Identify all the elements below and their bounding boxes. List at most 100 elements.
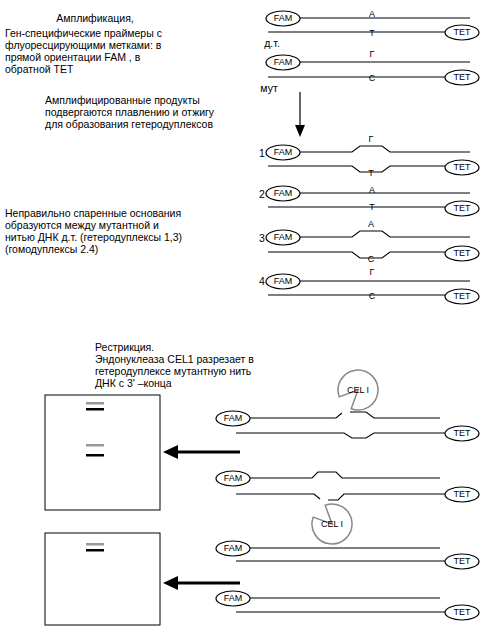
gel-band — [86, 444, 104, 447]
flow-arrow — [295, 92, 305, 137]
enzyme-outline — [312, 504, 352, 544]
gel-frame — [45, 395, 160, 510]
dna-strand — [300, 61, 470, 62]
gel-arrow — [163, 445, 240, 459]
dna-strand — [268, 76, 445, 77]
dna-strand — [300, 231, 470, 237]
step-heading: Амплификация, — [56, 12, 134, 24]
fluor-label-ellipse: FAM — [265, 273, 301, 290]
note-text: Амплифицированные продукты подвергаются … — [45, 94, 215, 130]
ellipse-outline — [445, 160, 479, 175]
fluor-label-ellipse: TET — [444, 69, 480, 86]
gel — [45, 395, 160, 510]
dna-strand — [300, 192, 470, 193]
fluor-name: TET — [454, 203, 471, 213]
base-letter: А — [368, 219, 374, 229]
dna-strand — [250, 597, 440, 598]
fluor-name: FAM — [274, 57, 293, 67]
fluor-name: TET — [454, 428, 471, 438]
dna-strand — [268, 31, 445, 32]
fluor-name: FAM — [274, 188, 293, 198]
fluor-label-ellipse: FAM — [215, 540, 251, 557]
fluor-label-ellipse: FAM — [265, 54, 301, 71]
dna-strands — [236, 18, 470, 612]
ellipse-outline — [445, 487, 479, 502]
strand-label: мут — [260, 82, 277, 94]
fluor-label-ellipse: TET — [444, 245, 480, 262]
arrow-head — [163, 445, 178, 459]
enzyme-name: CEL I — [321, 519, 343, 529]
fluor-name: TET — [454, 291, 471, 301]
fluor-name: TET — [454, 489, 471, 499]
fluor-label-ellipse: TET — [444, 425, 480, 442]
fluor-name: FAM — [224, 413, 243, 423]
dna-strand — [300, 17, 470, 18]
gel-band — [86, 543, 104, 546]
gel-frame — [45, 533, 160, 625]
fluor-label-ellipse: FAM — [215, 470, 251, 487]
dna-strand — [236, 560, 445, 561]
gel — [45, 533, 160, 625]
base-letter: Т — [369, 28, 375, 38]
base-letter: А — [369, 185, 375, 195]
enzyme-outline — [338, 370, 378, 410]
enzyme-name: CEL I — [347, 385, 369, 395]
base-letter: Т — [369, 202, 375, 212]
gel-band — [86, 549, 104, 552]
gel-band — [86, 408, 104, 411]
gel-arrow — [163, 576, 240, 590]
dna-strand — [250, 472, 440, 478]
arrow-shaft — [299, 92, 300, 127]
ellipse-outline — [445, 554, 479, 569]
ellipse-outline — [216, 541, 250, 556]
enzyme-shape: CEL I — [336, 368, 380, 412]
fluor-label-ellipse: TET — [444, 288, 480, 305]
dna-strand — [268, 166, 445, 172]
fluor-name: FAM — [274, 13, 293, 23]
fluor-name: FAM — [274, 276, 293, 286]
ellipse-outline — [266, 274, 300, 289]
arrow-shaft — [176, 451, 240, 454]
ellipse-outline — [445, 25, 479, 40]
fluor-label-ellipse: FAM — [265, 229, 301, 246]
base-letter: С — [368, 254, 375, 264]
callout-number: 4 — [259, 275, 265, 287]
fluor-label-ellipse: TET — [444, 486, 480, 503]
dna-strand — [328, 494, 445, 500]
ellipse-outline — [445, 426, 479, 441]
fluor-label-ellipse: TET — [444, 200, 480, 217]
ellipse-outline — [445, 246, 479, 261]
dna-strand — [268, 294, 445, 295]
fluor-label-ellipse: FAM — [265, 185, 301, 202]
ellipse-outline — [266, 230, 300, 245]
ellipse-outline — [445, 201, 479, 216]
dna-strand — [350, 412, 440, 418]
dna-strand — [300, 146, 470, 152]
base-letter: А — [369, 9, 375, 19]
fluor-name: TET — [454, 248, 471, 258]
dna-strand — [236, 611, 445, 612]
base-letter: Г — [369, 134, 374, 144]
arrow-head — [163, 576, 178, 590]
gel-band — [86, 402, 104, 405]
fluor-label-ellipse: FAM — [265, 10, 301, 27]
fluor-name: FAM — [224, 593, 243, 603]
ellipse-outline — [216, 471, 250, 486]
fluor-label-ellipse: FAM — [265, 144, 301, 161]
gel-band — [86, 454, 104, 457]
base-letter: С — [369, 73, 376, 83]
ellipse-outline — [266, 11, 300, 26]
fluor-name: TET — [454, 162, 471, 172]
fluor-label-ellipse: TET — [444, 24, 480, 41]
ellipse-outline — [266, 145, 300, 160]
arrow-shaft — [176, 582, 240, 585]
fluor-label-ellipse: FAM — [215, 410, 251, 427]
fluor-label-ellipse: FAM — [215, 590, 251, 607]
ellipse-outline — [266, 55, 300, 70]
base-letter: С — [369, 291, 376, 301]
dna-strand — [268, 206, 445, 207]
base-letter: Т — [368, 168, 374, 178]
ellipse-outline — [216, 411, 250, 426]
fluor-name: FAM — [274, 232, 293, 242]
fluor-name: FAM — [224, 473, 243, 483]
